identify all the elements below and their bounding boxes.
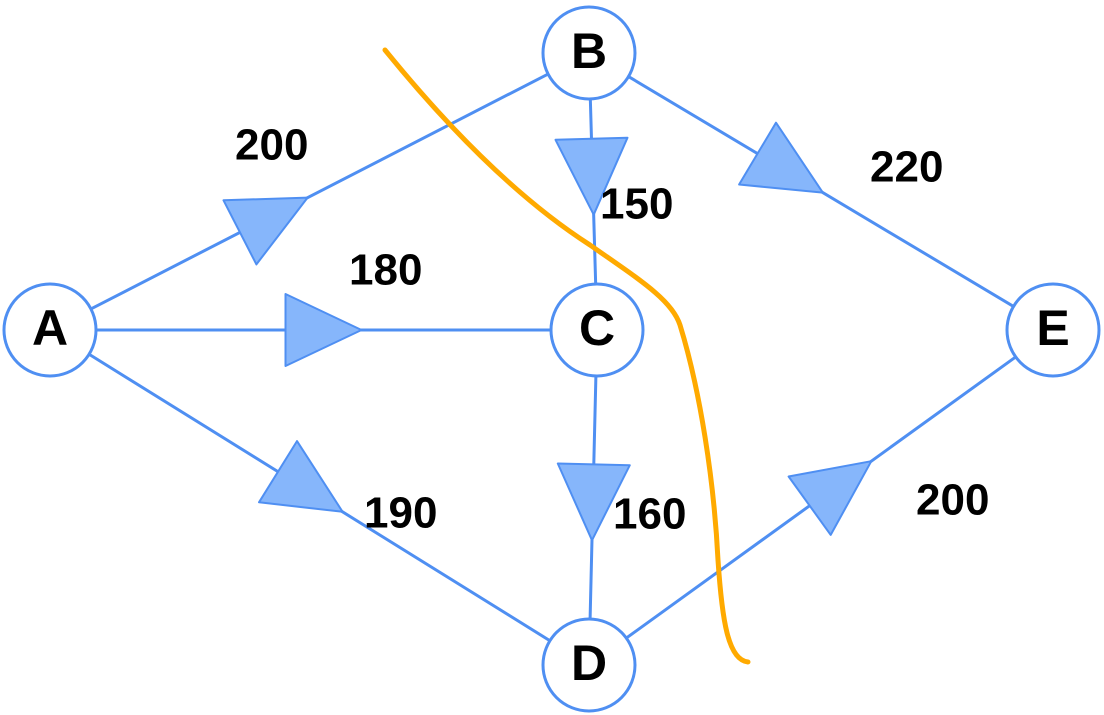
cut-curve [382,47,751,665]
arrow-icon-A-B [222,196,309,266]
arrow-icon-B-C [554,136,629,216]
node-circle-E [1005,282,1101,378]
node-circle-C [549,282,645,378]
node-circle-A [2,282,98,378]
edge-weight-A-C: 180 [349,246,422,295]
edge-weight-D-E: 200 [916,476,989,525]
weights-layer: 200 180 190 150 220 160 200 [235,121,989,539]
nodes-layer: A B C D E [2,5,1101,713]
edge-weight-C-D: 160 [613,490,686,539]
node-label-E: E [1036,300,1069,356]
arrow-icon-D-E [787,460,873,536]
node-circle-B [541,5,637,101]
edge-weight-A-D: 190 [364,489,437,538]
arrow-icon-A-D [258,440,344,513]
node-E: E [1005,282,1101,378]
node-circle-D [541,617,637,713]
node-A: A [2,282,98,378]
arrow-icon-B-E [738,121,824,194]
edge-weight-B-E: 220 [870,143,943,192]
arrow-icon-C-D [556,462,631,542]
node-B: B [541,5,637,101]
node-label-A: A [32,300,68,356]
edge-A-B [89,72,550,311]
node-label-D: D [571,635,607,691]
edge-weight-A-B: 200 [235,121,308,170]
edges-layer [87,72,1018,643]
arrow-icon-A-C [284,293,363,367]
node-label-B: B [571,23,607,79]
node-label-C: C [579,300,615,356]
edge-weight-B-C: 150 [600,180,673,229]
node-C: C [549,282,645,378]
node-D: D [541,617,637,713]
